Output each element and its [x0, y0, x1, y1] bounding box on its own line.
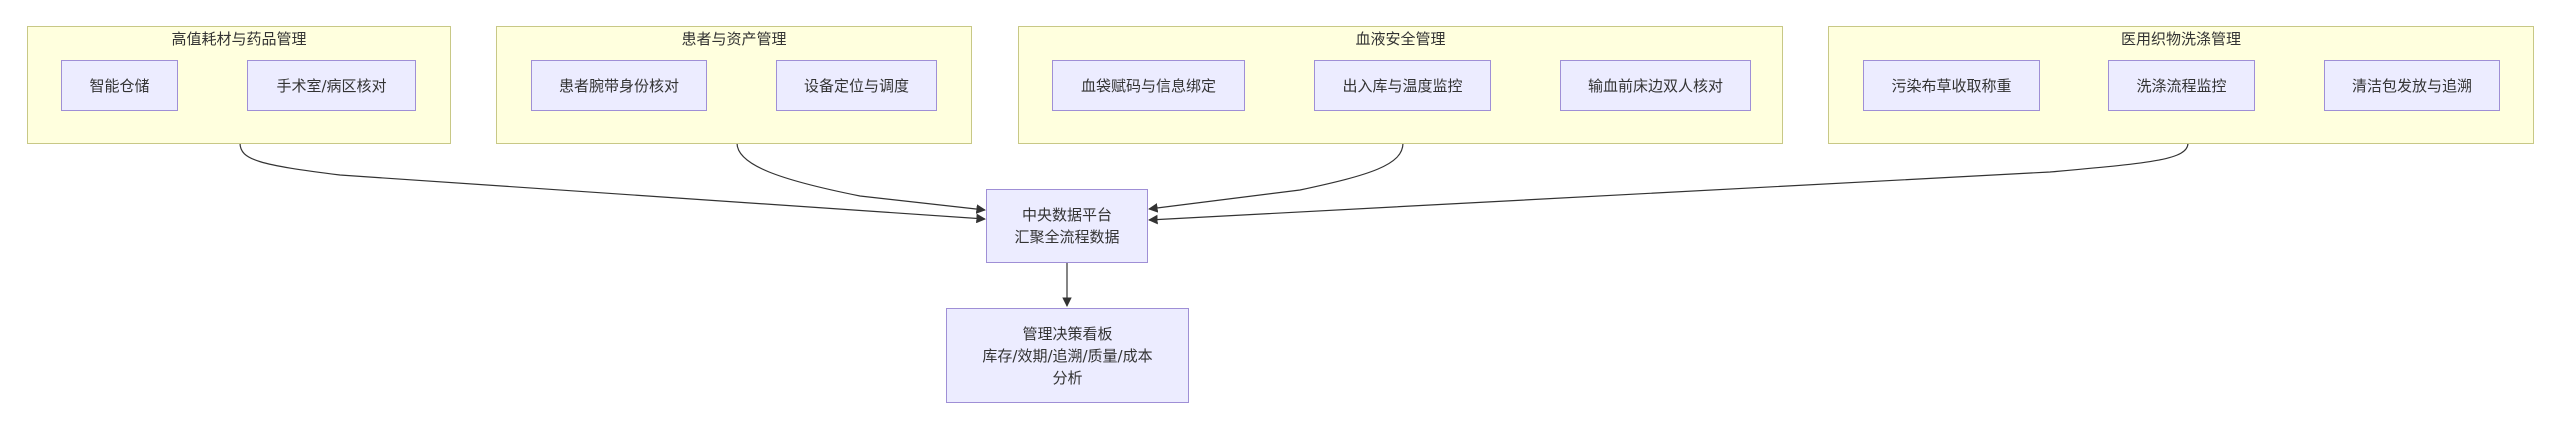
node-device-locate-dispatch[interactable]: 设备定位与调度 — [776, 60, 937, 111]
node-label-line: 分析 — [1052, 368, 1083, 387]
cluster-title: 医用织物洗涤管理 — [2120, 30, 2241, 48]
node-bedside-double-check[interactable]: 输血前床边双人核对 — [1560, 60, 1751, 111]
node-wristband-id-check[interactable]: 患者腕带身份核对 — [531, 60, 707, 111]
cluster-title: 高值耗材与药品管理 — [171, 30, 307, 48]
node-label: 设备定位与调度 — [803, 76, 909, 95]
node-label-line: 管理决策看板 — [1022, 324, 1113, 343]
node-label-line: 汇聚全流程数据 — [1014, 228, 1120, 246]
edge-g4-central — [1148, 142, 2189, 225]
node-label: 出入库与温度监控 — [1342, 76, 1463, 95]
node-label: 污染布草收取称重 — [1891, 76, 2012, 95]
node-label: 手术室/病区核对 — [276, 76, 387, 95]
edge-g3-central — [1148, 142, 1404, 213]
node-label: 洗涤流程监控 — [2136, 76, 2227, 95]
node-label: 患者腕带身份核对 — [558, 76, 679, 95]
node-label-line: 库存/效期/追溯/质量/成本 — [982, 346, 1153, 365]
edge-g2-central — [736, 142, 986, 214]
node-label-line: 中央数据平台 — [1021, 206, 1112, 224]
node-inout-temp-monitor[interactable]: 出入库与温度监控 — [1314, 60, 1491, 111]
cluster-title: 患者与资产管理 — [681, 30, 787, 48]
node-wash-process-monitor[interactable]: 洗涤流程监控 — [2108, 60, 2255, 111]
node-soiled-linen-weigh[interactable]: 污染布草收取称重 — [1863, 60, 2040, 111]
edge-g1-central — [239, 142, 986, 224]
node-label: 智能仓储 — [89, 76, 150, 95]
node-label: 输血前床边双人核对 — [1587, 76, 1723, 95]
node-label: 血袋赋码与信息绑定 — [1080, 76, 1216, 95]
node-smart-warehouse[interactable]: 智能仓储 — [61, 60, 178, 111]
node-blood-bag-coding[interactable]: 血袋赋码与信息绑定 — [1052, 60, 1245, 111]
node-clean-pack-trace[interactable]: 清洁包发放与追溯 — [2324, 60, 2500, 111]
cluster-title: 血液安全管理 — [1355, 30, 1446, 48]
node-central-data-platform[interactable]: 中央数据平台 汇聚全流程数据 — [986, 189, 1148, 263]
node-management-dashboard[interactable]: 管理决策看板 库存/效期/追溯/质量/成本 分析 — [946, 308, 1189, 403]
node-label: 清洁包发放与追溯 — [2351, 76, 2472, 95]
node-or-ward-check[interactable]: 手术室/病区核对 — [247, 60, 416, 111]
